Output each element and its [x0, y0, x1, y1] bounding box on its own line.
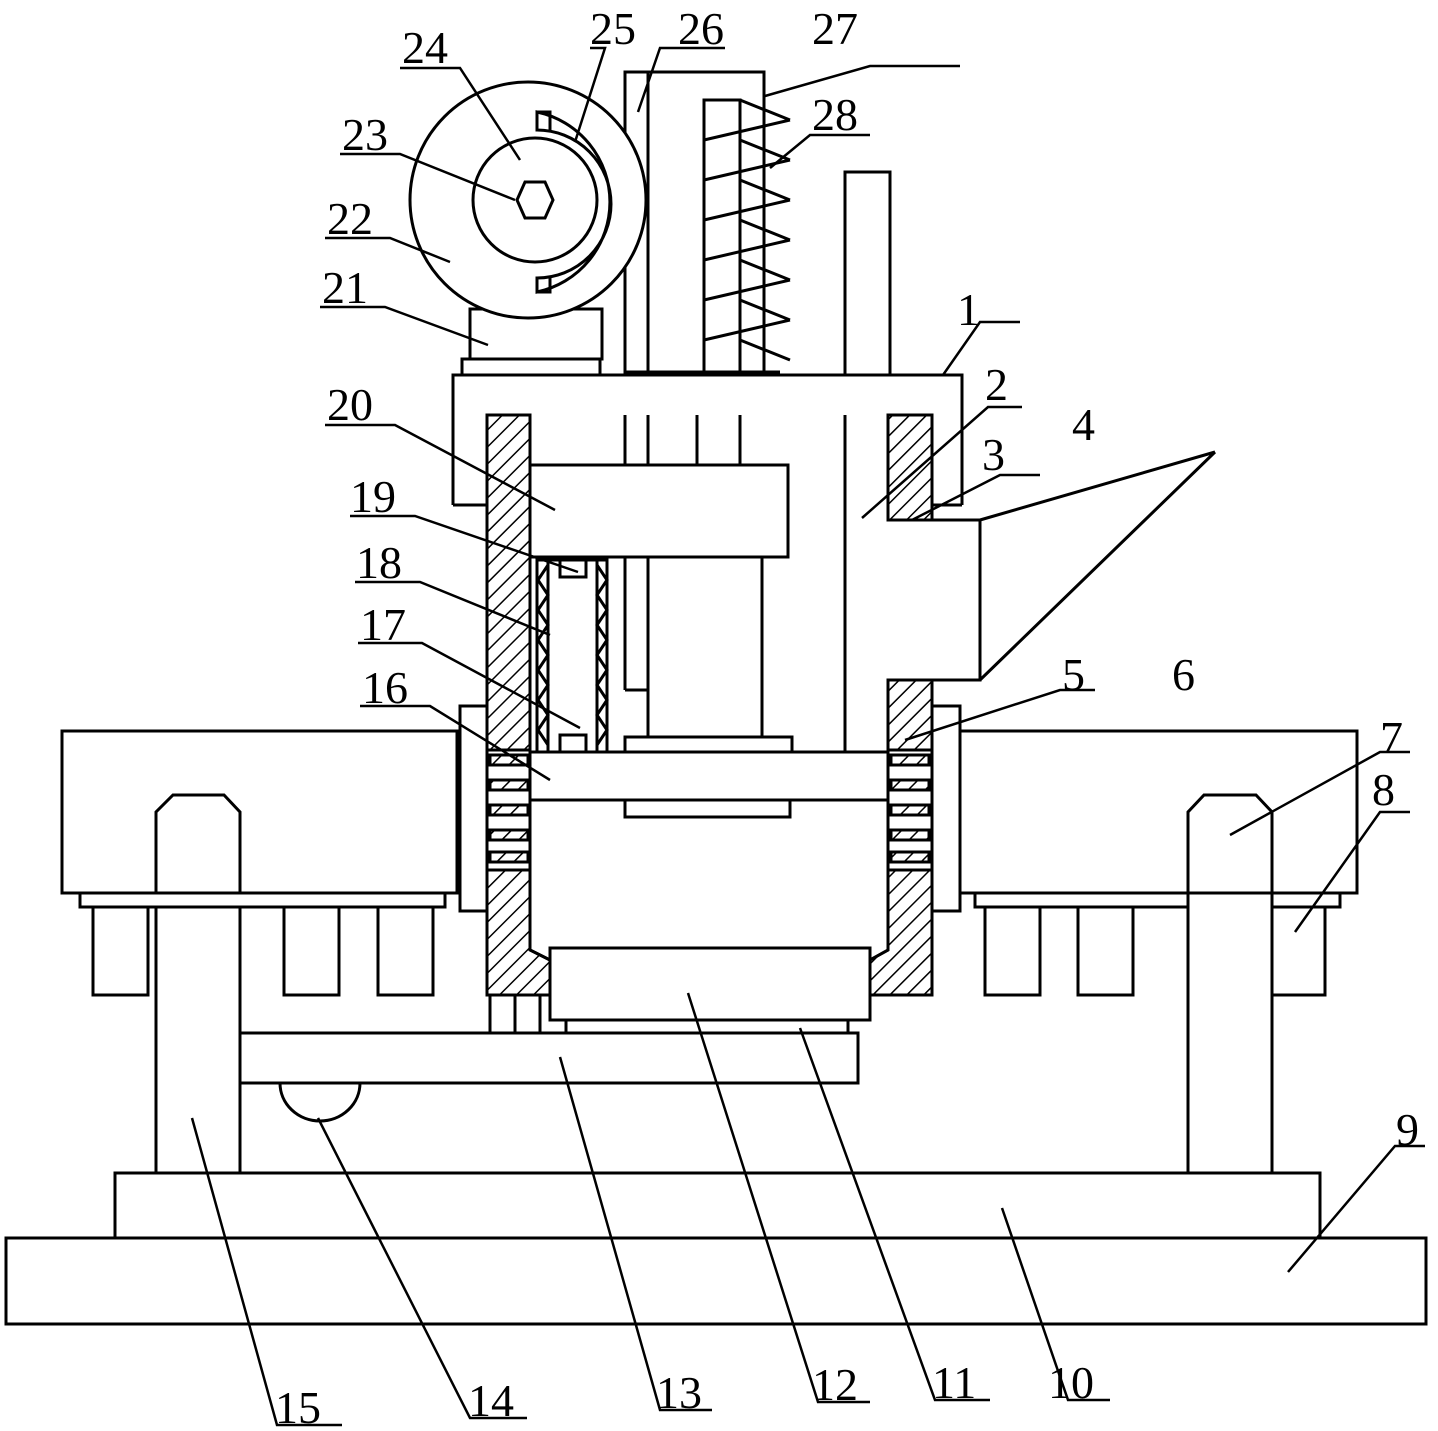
part-25-cam	[535, 110, 613, 294]
callout-25: 25	[590, 3, 636, 54]
callout-19: 19	[350, 471, 396, 522]
callout-6: 6	[1172, 649, 1195, 700]
callout-20: 20	[327, 379, 373, 430]
callout-16: 16	[362, 662, 408, 713]
part-20-upper-block	[528, 463, 790, 559]
leader-lines	[190, 46, 1425, 1427]
callout-labels: 1 2 3 4 5 6 7 8 9 10 11 12 13 14 15 16 1…	[275, 3, 1419, 1431]
piston-flange	[623, 798, 792, 819]
callout-24: 24	[402, 22, 448, 73]
callout-7: 7	[1380, 712, 1403, 763]
part-16-piston-plate	[528, 750, 890, 802]
callout-8: 8	[1372, 764, 1395, 815]
part-18-serrated-strip	[535, 558, 609, 757]
part-11-pad	[564, 1018, 850, 1035]
part-10-platform	[113, 1171, 1322, 1240]
part-6-left-side-plate	[60, 729, 459, 895]
part-4-nozzle-cone	[978, 450, 1217, 682]
part-13-slide-rail	[238, 1031, 860, 1085]
part-6-right-side-plate	[958, 729, 1359, 895]
part-5-right-clamp	[930, 704, 962, 913]
callout-22: 22	[327, 193, 373, 244]
part-23-shaft	[515, 180, 555, 220]
callout-14: 14	[468, 1375, 514, 1426]
callout-2: 2	[985, 359, 1008, 410]
callout-17: 17	[360, 599, 406, 650]
part-19-upper-pin	[558, 558, 588, 579]
callout-5: 5	[1062, 649, 1085, 700]
callout-9: 9	[1396, 1104, 1419, 1155]
part-25-cam-edge	[537, 110, 552, 294]
callout-12: 12	[812, 1359, 858, 1410]
callout-18: 18	[356, 537, 402, 588]
callout-4: 4	[1072, 399, 1095, 450]
callout-28: 28	[812, 89, 858, 140]
part-15-upright-front	[154, 793, 242, 1175]
part-8-feet	[78, 820, 1342, 1175]
part-1-frame	[451, 373, 964, 507]
part-21-motor-base	[460, 357, 602, 377]
part-2-cylinder-walls	[485, 413, 934, 997]
central-column	[646, 555, 764, 739]
part-17-lower-pin	[558, 733, 588, 754]
callout-21: 21	[322, 262, 368, 313]
part-28-spring	[702, 98, 791, 374]
callout-11: 11	[932, 1357, 976, 1408]
callout-26: 26	[678, 3, 724, 54]
part-4-nozzle	[898, 518, 982, 682]
guide-rod-top	[843, 170, 892, 377]
part-9-base-plate	[4, 1236, 1428, 1326]
callout-3: 3	[982, 429, 1005, 480]
cylinder-chamber	[528, 800, 890, 962]
callout-23: 23	[342, 109, 388, 160]
callout-10: 10	[1048, 1357, 1094, 1408]
part-12-die-block	[548, 946, 872, 1022]
part-5-left-clamp	[458, 704, 490, 913]
callout-13: 13	[656, 1367, 702, 1418]
callout-1: 1	[957, 284, 980, 335]
part-14-roller	[278, 1081, 362, 1123]
callout-27: 27	[812, 3, 858, 54]
callout-15: 15	[275, 1382, 321, 1431]
